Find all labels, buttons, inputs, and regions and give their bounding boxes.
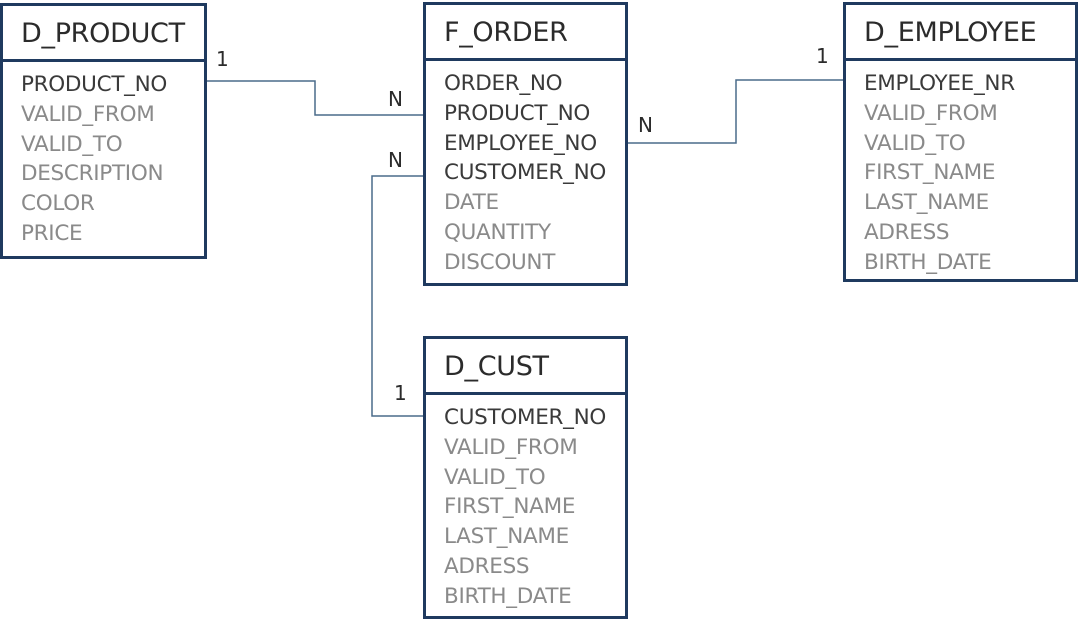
cardinality-employee-one: 1 — [816, 44, 829, 68]
attribute-list: ORDER_NO PRODUCT_NO EMPLOYEE_NO CUSTOMER_NO… — [426, 61, 625, 278]
employee-order-line — [628, 79, 843, 144]
attribute-field: VALID_FROM — [864, 100, 998, 126]
key-field: PRODUCT_NO — [444, 100, 591, 126]
entity-title: F_ORDER — [426, 5, 625, 61]
attribute-field: FIRST_NAME — [444, 494, 576, 520]
attribute-list: PRODUCT_NO VALID_FROM VALID_TO DESCRIPTION C… — [3, 62, 204, 249]
key-field: CUSTOMER_NO — [444, 405, 606, 430]
entity-title: D_PRODUCT — [3, 6, 204, 62]
attribute-field: VALID_TO — [21, 131, 123, 157]
cardinality-employee-order-many: N — [638, 113, 653, 137]
key-field: EMPLOYEE_NO — [444, 130, 597, 156]
key-field: PRODUCT_NO — [21, 72, 168, 97]
attribute-field: DISCOUNT — [444, 249, 556, 275]
attribute-field: VALID_FROM — [444, 434, 578, 460]
attribute-field: COLOR — [21, 191, 95, 217]
entity-f-order: F_ORDER ORDER_NO PRODUCT_NO EMPLOYEE_NO CUS… — [423, 2, 628, 286]
entity-d-product: D_PRODUCT PRODUCT_NO VALID_FROM VALID_TO DE… — [0, 3, 207, 259]
attribute-field: VALID_FROM — [21, 101, 155, 127]
cardinality-product-one: 1 — [216, 47, 229, 71]
cardinality-customer-order-many: N — [388, 148, 403, 172]
attribute-field: PRICE — [21, 220, 83, 246]
attribute-field: VALID_TO — [864, 130, 966, 156]
attribute-field: ADRESS — [864, 219, 950, 245]
attribute-field: ADRESS — [444, 553, 530, 579]
customer-order-line — [371, 175, 423, 417]
entity-d-cust: D_CUST CUSTOMER_NO VALID_FROM VALID_TO FIRS… — [423, 336, 628, 619]
product-order-line — [207, 80, 423, 116]
entity-title: D_CUST — [426, 339, 625, 395]
attribute-field: VALID_TO — [444, 464, 546, 490]
key-field: ORDER_NO — [444, 71, 563, 96]
cardinality-customer-one: 1 — [394, 381, 407, 405]
attribute-list: EMPLOYEE_NR VALID_FROM VALID_TO FIRST_NAME L… — [846, 61, 1075, 278]
attribute-field: QUANTITY — [444, 219, 551, 245]
attribute-field: BIRTH_DATE — [864, 249, 992, 275]
entity-title: D_EMPLOYEE — [846, 5, 1075, 61]
attribute-field: DESCRIPTION — [21, 161, 164, 187]
attribute-field: BIRTH_DATE — [444, 583, 572, 609]
entity-d-employee: D_EMPLOYEE EMPLOYEE_NR VALID_FROM VALID_TO… — [843, 2, 1078, 282]
attribute-field: LAST_NAME — [444, 524, 569, 550]
key-field: CUSTOMER_NO — [444, 160, 606, 186]
attribute-list: CUSTOMER_NO VALID_FROM VALID_TO FIRST_NAME L… — [426, 395, 625, 612]
key-field: EMPLOYEE_NR — [864, 71, 1015, 96]
cardinality-product-order-many: N — [388, 87, 403, 111]
attribute-field: DATE — [444, 190, 499, 216]
attribute-field: FIRST_NAME — [864, 160, 996, 186]
attribute-field: LAST_NAME — [864, 190, 989, 216]
